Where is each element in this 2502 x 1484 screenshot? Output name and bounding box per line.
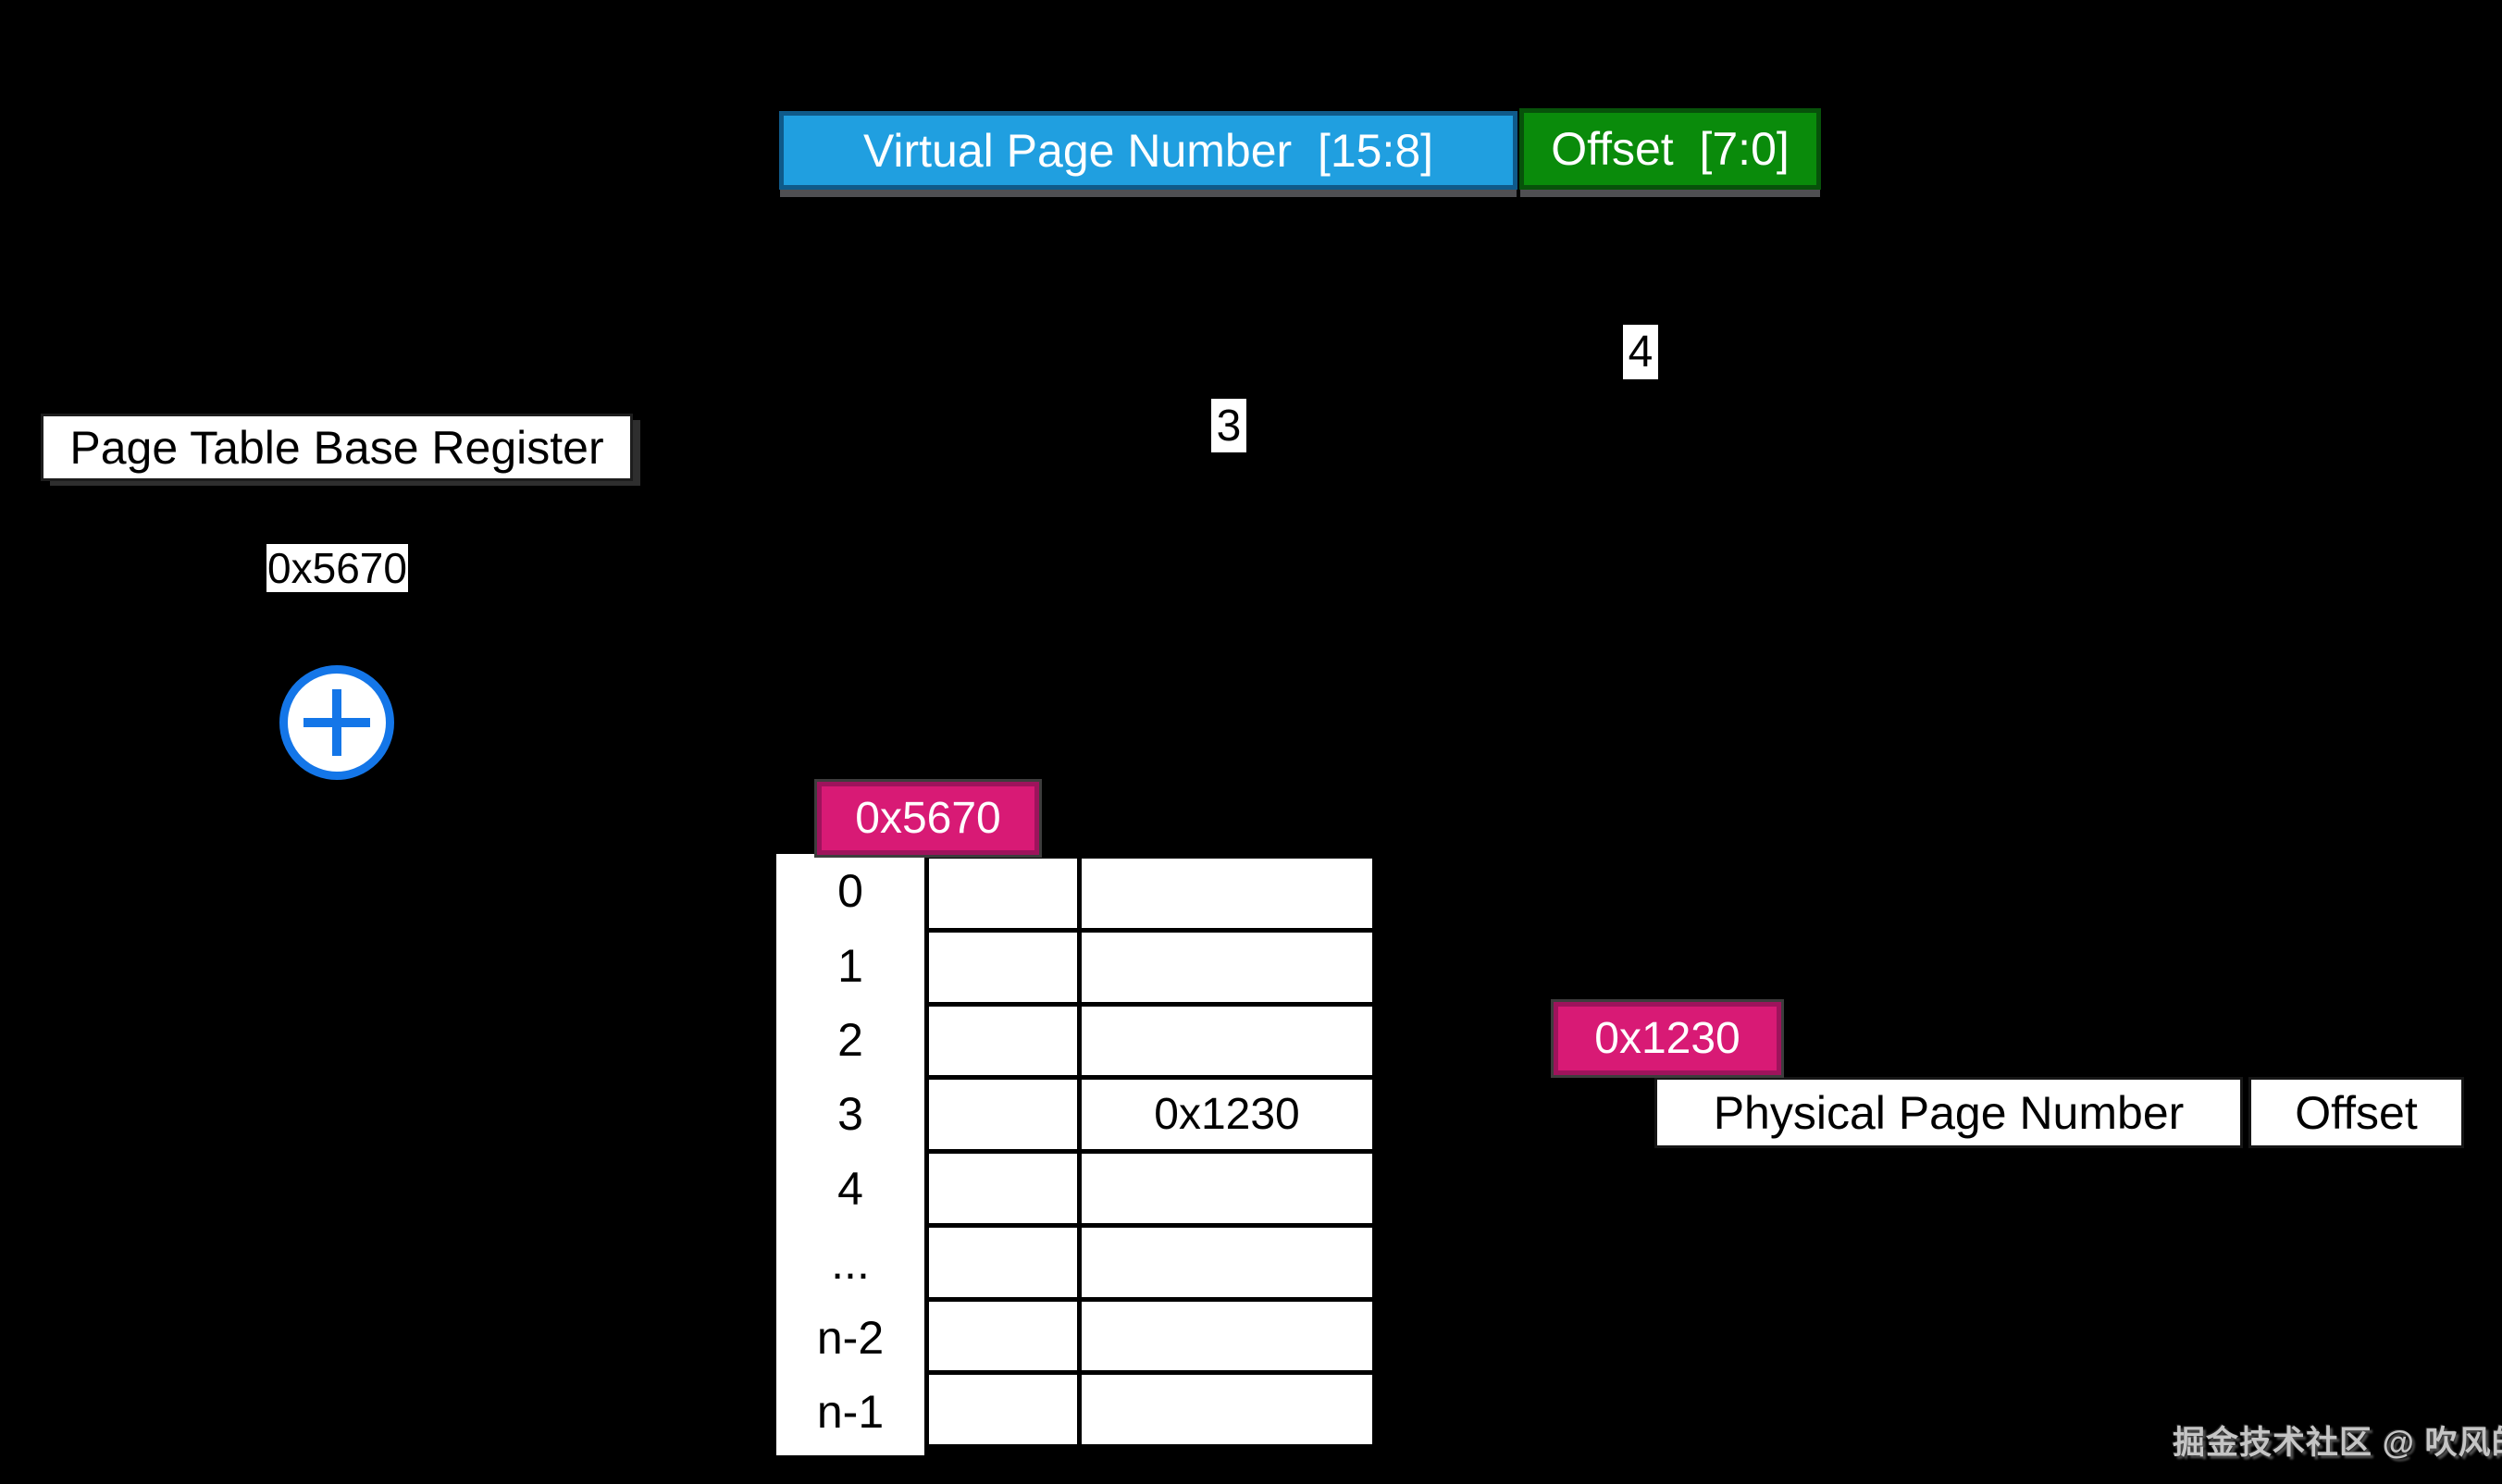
page-table-base-register-label: Page Table Base Register: [41, 414, 633, 481]
pte-flags-cell: [929, 1006, 1077, 1076]
physical-page-number-field: Physical Page Number: [1654, 1077, 2243, 1148]
page-table-base-register-value: 0x5670: [266, 544, 408, 592]
page-table-index-column: 0 1 2 3 4 ... n-2 n-1: [776, 854, 924, 1455]
page-table-index-label: 2: [837, 1013, 863, 1066]
page-table-index-label: ...: [831, 1237, 870, 1290]
pte-flags-cell: [929, 1301, 1077, 1371]
step-label-vpn: 3: [1211, 399, 1246, 452]
ppn-value-chip: 0x1230: [1551, 999, 1784, 1078]
pte-value-cell: [1082, 1154, 1372, 1223]
plus-vertical-bar: [332, 689, 341, 756]
page-table-index-label: 4: [837, 1162, 863, 1215]
pte-flags-cell: [929, 1375, 1077, 1444]
pte-address-chip: 0x5670: [814, 779, 1042, 858]
pte-flags-cell: [929, 1080, 1077, 1149]
pte-value-cell: [1082, 1375, 1372, 1444]
page-table-index-label: n-2: [816, 1311, 885, 1364]
pte-value-cell: [1082, 932, 1372, 1002]
watermark: 掘金技术社区 @ 吹风的坚果: [2173, 1425, 2502, 1461]
pte-flags-cell: [929, 932, 1077, 1002]
page-table-index-label: 0: [837, 865, 863, 918]
pte-flags-cell: [929, 1227, 1077, 1297]
page-table-index-label: 3: [837, 1088, 863, 1141]
physical-offset-field: Offset: [2248, 1077, 2464, 1148]
page-table-index-label: 1: [837, 939, 863, 992]
plus-adder-icon: [279, 665, 394, 780]
page-table-index-label: n-1: [816, 1385, 885, 1438]
pte-flags-cell: [929, 859, 1077, 928]
pte-value-cell: 0x1230: [1082, 1080, 1372, 1149]
virtual-offset-field: Offset [7:0]: [1519, 108, 1821, 190]
pte-value-cell: [1082, 859, 1372, 928]
virtual-page-number-field: Virtual Page Number [15:8]: [779, 111, 1517, 190]
pte-value-cell: [1082, 1227, 1372, 1297]
pte-value-cell: [1082, 1301, 1372, 1371]
step-label-offset: 4: [1623, 325, 1658, 379]
page-table: 0x1230: [924, 854, 1372, 1449]
pte-value-cell: [1082, 1006, 1372, 1076]
pte-flags-cell: [929, 1154, 1077, 1223]
